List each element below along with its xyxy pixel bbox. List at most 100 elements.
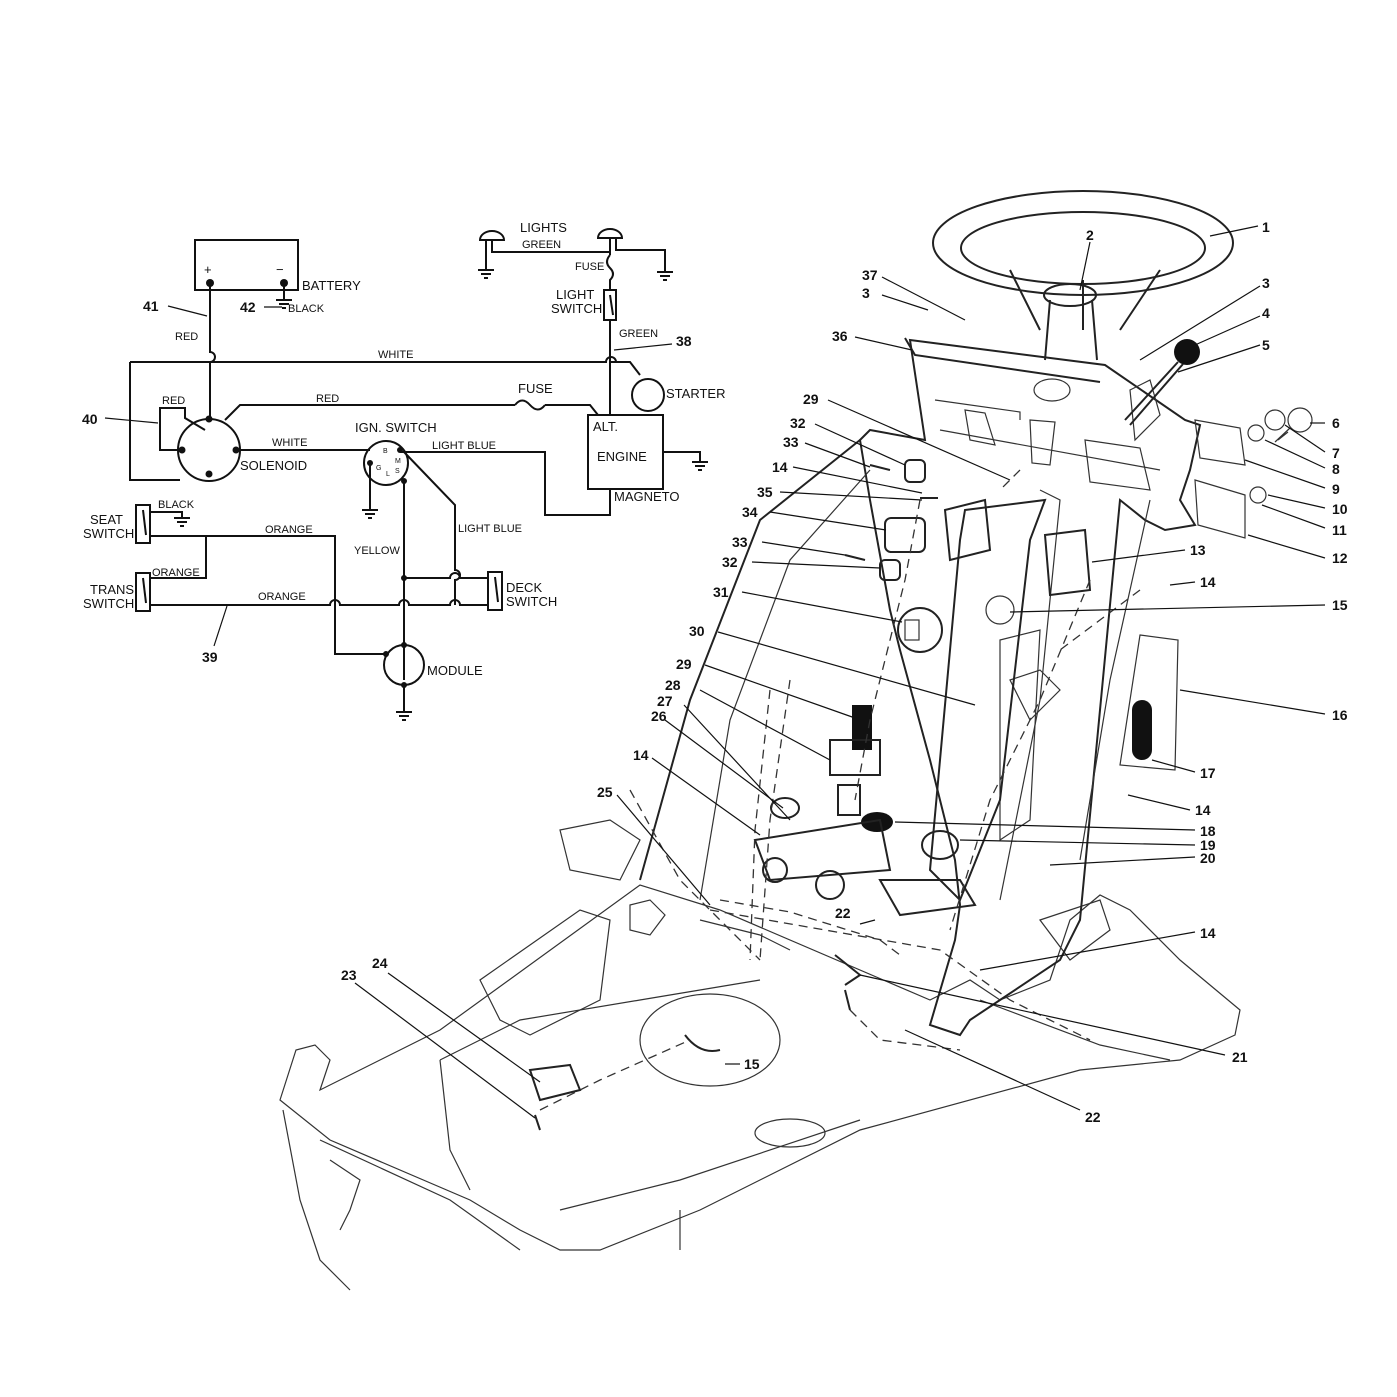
lights-ground-right-icon: [657, 271, 673, 281]
lights: LIGHTS GREEN: [478, 220, 624, 270]
callout-32a: 32: [790, 415, 806, 431]
bearing-32-upper: [904, 459, 926, 483]
ign-ground-icon: [362, 509, 378, 519]
callout-5: 5: [1262, 337, 1270, 353]
callout-10: 10: [1332, 501, 1348, 517]
starter-label: STARTER: [666, 386, 725, 401]
bracket-20: [878, 879, 977, 917]
callout-30: 30: [689, 623, 705, 639]
exploded-assembly: [279, 190, 1313, 1291]
bracket-24: [528, 1063, 582, 1102]
decal-17: [1132, 700, 1152, 760]
callout-33b: 33: [732, 534, 748, 550]
svg-text:L: L: [386, 471, 390, 478]
trans-switch: TRANS. SWITCH: [83, 572, 151, 612]
lights-label: LIGHTS: [520, 220, 567, 235]
collar-34: [884, 517, 926, 553]
deck-switch-label-1: DECK: [506, 580, 542, 595]
callout-38: 38: [676, 333, 692, 349]
pitman-arm-27: [753, 818, 892, 900]
magneto-label: MAGNETO: [614, 489, 680, 504]
callout-14c: 14: [1200, 925, 1216, 941]
callout-42: 42: [240, 299, 256, 315]
module-ground-icon: [396, 711, 412, 721]
screw-23: [534, 1114, 541, 1131]
ignition-switch-31: [897, 607, 943, 653]
fuse-top-label: FUSE: [575, 261, 604, 273]
svg-text:B: B: [383, 448, 388, 455]
engine-ground-icon: [692, 461, 708, 471]
seat-ground-icon: [174, 517, 190, 527]
plate-upper: [1194, 419, 1246, 466]
light-switch-label-1: LIGHT: [556, 287, 594, 302]
pin-33-upper: [869, 464, 891, 471]
callout-27: 27: [657, 693, 673, 709]
seat-switch-label-1: SEAT: [90, 512, 123, 527]
callout-25: 25: [597, 784, 613, 800]
module: MODULE: [383, 642, 483, 688]
ignition-key: [1274, 407, 1313, 443]
washer-26: [770, 797, 800, 819]
throttle-lever: [1124, 339, 1200, 426]
bolt-21: [834, 954, 862, 986]
wire-light-blue-top: LIGHT BLUE: [432, 440, 496, 452]
wire-orange-seat: ORANGE: [265, 524, 313, 536]
svg-text:M: M: [395, 458, 401, 465]
engine-label: ENGINE: [597, 449, 647, 464]
lock-washer: [1247, 424, 1265, 442]
callout-40: 40: [82, 411, 98, 427]
svg-text:G: G: [376, 465, 381, 472]
wire-yellow: YELLOW: [354, 545, 400, 557]
dash-tower: [639, 337, 1202, 1037]
wire-white-top: WHITE: [378, 349, 413, 361]
callout-41: 41: [143, 298, 159, 314]
alt-label: ALT.: [593, 419, 618, 434]
callout-36: 36: [832, 328, 848, 344]
callout-7: 7: [1332, 445, 1340, 461]
bracket-plate: [943, 498, 992, 562]
engine: ALT. ENGINE MAGNETO: [587, 414, 680, 504]
callout-14d: 14: [633, 747, 649, 763]
part-callouts: 1 2 3 3 4 5 6 7 8 9 10 11 12 13 14 15 16…: [341, 219, 1348, 1125]
grommet-18: [861, 812, 893, 832]
trans-switch-label-1: TRANS.: [90, 582, 138, 597]
callout-35: 35: [757, 484, 773, 500]
wiring-schematic: + − BATTERY BLACK 42 RED 41 WHITE: [82, 220, 725, 721]
module-label: MODULE: [427, 663, 483, 678]
light-switch: LIGHT SWITCH: [551, 287, 617, 321]
relay-13: [1043, 528, 1092, 597]
wire-orange-trans: ORANGE: [258, 591, 306, 603]
clip-15-upper: [985, 595, 1015, 625]
callout-19: 19: [1200, 837, 1216, 853]
deck-switch: DECK SWITCH: [487, 571, 557, 611]
callout-22b: 22: [1085, 1109, 1101, 1125]
starter: STARTER: [631, 378, 725, 412]
lights-ground-left-icon: [478, 269, 494, 279]
callout-18: 18: [1200, 823, 1216, 839]
deck-switch-label-2: SWITCH: [506, 594, 557, 609]
callout-29a: 29: [803, 391, 819, 407]
solenoid-label: SOLENOID: [240, 458, 307, 473]
callout-39: 39: [202, 649, 218, 665]
callout-3a: 3: [862, 285, 870, 301]
callout-31: 31: [713, 584, 729, 600]
light-switch-label-2: SWITCH: [551, 301, 602, 316]
wire-green-switch: GREEN: [619, 328, 658, 340]
wire-red-left: RED: [175, 331, 198, 343]
wire-red-fuse: RED: [316, 393, 339, 405]
callout-22a: 22: [835, 905, 851, 921]
callout-26: 26: [651, 708, 667, 724]
steering-column-30: [928, 498, 1047, 902]
callout-14e: 14: [772, 459, 788, 475]
washer-10: [1249, 486, 1267, 504]
callout-2: 2: [1086, 227, 1094, 243]
callout-leaders: [354, 225, 1326, 1119]
plate-lower: [1194, 479, 1246, 539]
callout-11: 11: [1332, 522, 1347, 538]
callout-14a: 14: [1200, 574, 1216, 590]
drag-link-dashes: [719, 899, 901, 956]
wire-white-ign: WHITE: [272, 437, 307, 449]
tractor-frame: [279, 819, 1241, 1291]
fuse-mid-label: FUSE: [518, 381, 553, 396]
